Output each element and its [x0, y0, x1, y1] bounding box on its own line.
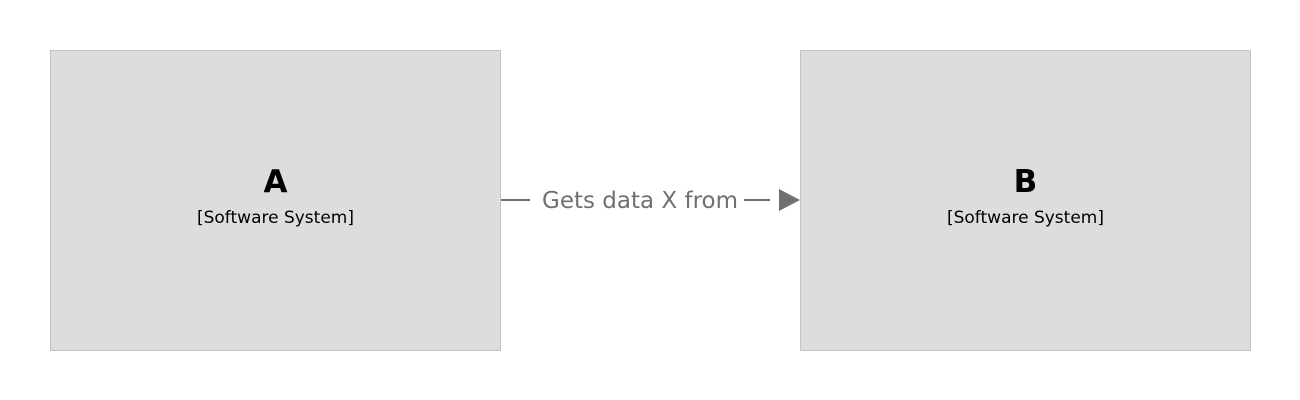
relationship-label: Gets data X from [538, 187, 742, 215]
system-type: [Software System] [196, 208, 354, 228]
system-name: A [263, 164, 288, 200]
system-name: B [1013, 164, 1038, 200]
arrowhead-icon [779, 189, 800, 211]
system-type: [Software System] [946, 208, 1104, 228]
software-system-a[interactable]: A [Software System] [50, 50, 501, 351]
software-system-b[interactable]: B [Software System] [800, 50, 1251, 351]
